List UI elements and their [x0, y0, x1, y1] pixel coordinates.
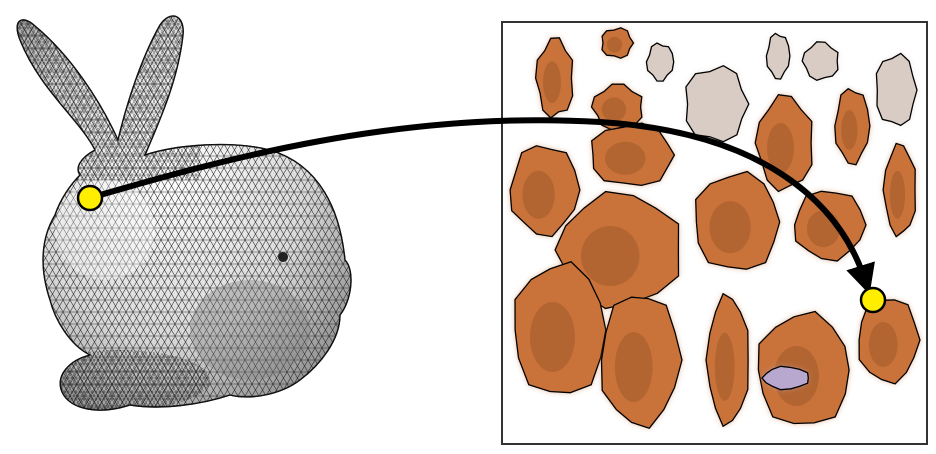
- atlas-patch-shading: [709, 201, 751, 254]
- atlas-chart-patch: [601, 27, 635, 59]
- atlas-chart-patch: [600, 296, 683, 429]
- atlas-patch-shading: [841, 110, 858, 150]
- texture-atlas: [501, 21, 928, 445]
- atlas-patch-shading: [868, 322, 898, 367]
- atlas-patch-shading: [605, 141, 646, 175]
- atlas-patch-shading: [806, 210, 841, 248]
- bunny-eye: [278, 252, 288, 262]
- texture-point-marker: [859, 286, 887, 314]
- atlas-patch-shading: [530, 302, 575, 372]
- correspondence: [76, 117, 887, 314]
- bunny-mesh: [16, 15, 352, 411]
- atlas-chart-patch: [858, 299, 921, 385]
- atlas-patch-shading: [543, 61, 561, 104]
- atlas-chart-patch: [761, 365, 809, 391]
- correspondence-arrow: [87, 117, 875, 295]
- atlas-chart-patch: [882, 142, 916, 238]
- atlas-chart-patch: [834, 87, 871, 166]
- bunny-wireframe: [17, 15, 352, 411]
- atlas-patch-shading: [522, 170, 555, 219]
- atlas-patch-shading: [581, 226, 640, 286]
- atlas-patch-shading: [601, 97, 627, 122]
- atlas-patch-shading: [889, 170, 906, 219]
- atlas-chart-patch: [757, 310, 850, 425]
- atlas-chart-patch: [685, 64, 750, 143]
- atlas-chart-patch: [695, 170, 781, 270]
- atlas-chart-patch: [645, 42, 675, 82]
- atlas-chart-patch: [705, 292, 749, 428]
- atlas-patch-shading: [606, 36, 623, 53]
- atlas-chart-patch: [509, 145, 581, 238]
- mesh-point-marker: [76, 184, 104, 212]
- atlas-patch-shading: [714, 332, 735, 401]
- atlas-chart-patch: [875, 52, 918, 127]
- atlas-patch-shading: [767, 123, 794, 173]
- atlas-chart-patch: [514, 261, 607, 394]
- atlas-chart-patch: [534, 37, 574, 119]
- atlas-chart-patch: [801, 41, 839, 82]
- atlas-patch-shading: [614, 332, 653, 402]
- atlas-chart-patch: [765, 32, 791, 80]
